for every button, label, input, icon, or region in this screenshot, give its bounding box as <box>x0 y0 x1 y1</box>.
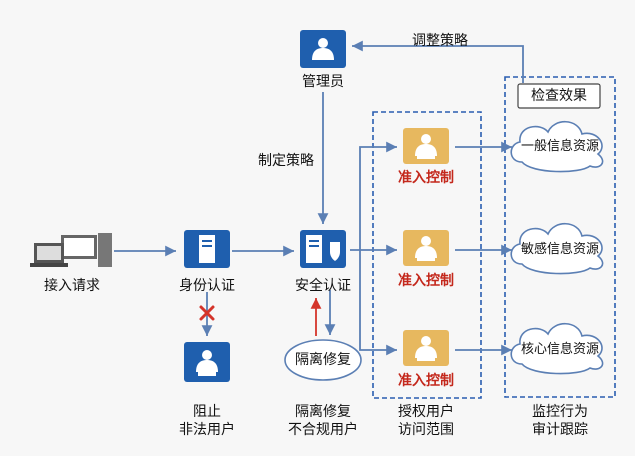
check-result-label: 检查效果 <box>531 88 587 104</box>
cross-icon <box>199 305 215 321</box>
check-result-box <box>517 83 601 109</box>
set-policy-label: 制定策略 <box>258 153 314 169</box>
identity-server-icon <box>184 230 230 268</box>
admission-label-2: 准入控制 <box>398 273 454 289</box>
resources-group-box <box>504 76 616 398</box>
admin-user-icon <box>300 30 346 68</box>
bottom-auth-line2: 访问范围 <box>398 422 454 438</box>
admission-icon-2 <box>403 230 449 266</box>
isolate-repair-label: 隔离修复 <box>295 352 351 368</box>
admission-icon-1 <box>403 128 449 164</box>
identity-auth-label: 身份认证 <box>179 278 235 294</box>
to-admission-1-arrow <box>359 141 397 250</box>
security-auth-label: 安全认证 <box>295 278 351 294</box>
cloud-sensitive-label: 敏感信息资源 <box>520 242 600 257</box>
isolation-cloud-icon <box>284 339 362 381</box>
admission-group-box <box>372 111 482 399</box>
shield-icon <box>330 242 340 261</box>
adjust-policy-label: 调整策略 <box>412 33 468 49</box>
admission-icon-3 <box>403 330 449 366</box>
bottom-isolate-line1: 隔离修复 <box>295 404 351 420</box>
to-admission-3-arrow <box>359 250 397 356</box>
bottom-isolate-line2: 不合规用户 <box>288 422 358 438</box>
cloud-core-label: 核心信息资源 <box>520 342 600 357</box>
cloud-general-label: 一般信息资源 <box>520 139 600 154</box>
security-server-icon <box>300 230 346 268</box>
admission-label-1: 准入控制 <box>398 170 454 186</box>
admin-label: 管理员 <box>302 74 344 90</box>
bottom-monitor-line1: 监控行为 <box>532 404 588 420</box>
bottom-auth-line1: 授权用户 <box>398 404 454 420</box>
bottom-block-line1: 阻止 <box>193 404 221 420</box>
adjust-policy-arrow <box>352 40 524 83</box>
laptop-icon <box>30 233 112 267</box>
bottom-monitor-line2: 审计跟踪 <box>532 422 588 438</box>
admission-label-3: 准入控制 <box>398 373 454 389</box>
access-request-label: 接入请求 <box>44 278 100 294</box>
bottom-block-line2: 非法用户 <box>179 422 235 438</box>
blocked-user-icon <box>184 342 230 382</box>
